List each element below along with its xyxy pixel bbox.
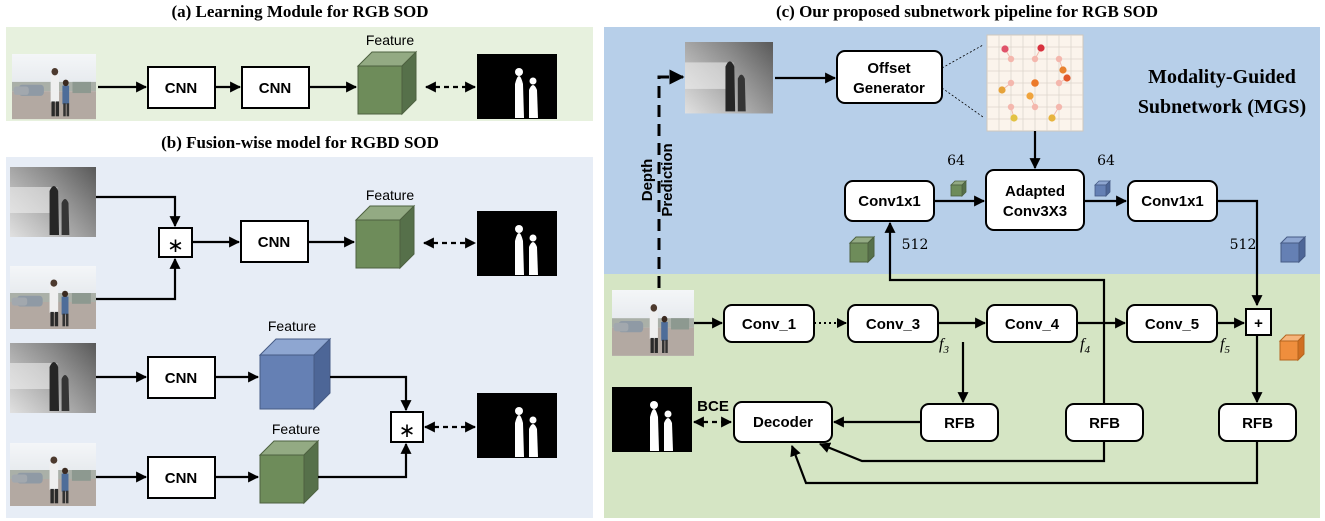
panel-b-feature-cube-blue <box>258 337 332 411</box>
panel-b-title: (b) Fusion-wise model for RGBD SOD <box>161 133 439 152</box>
panel-a-cnn-2-label: CNN <box>259 80 292 97</box>
conv1-label: Conv_1 <box>742 316 796 333</box>
small-cube-green <box>950 180 967 197</box>
panel-a-cnn-1 <box>147 66 216 109</box>
panel-b-feature-label-3: Feature <box>272 421 320 437</box>
prediction-label: Prediction <box>659 143 676 216</box>
panel-b-feature-label-1: Feature <box>366 187 414 203</box>
conv5-label: Conv_5 <box>1145 316 1199 333</box>
mgs-depth-image <box>685 42 773 114</box>
mgs-label-line2: Subnetwork (MGS) <box>1138 96 1306 118</box>
conv1x1-label-1: Conv1x1 <box>858 193 921 210</box>
f4-label: f4 <box>1080 336 1090 356</box>
offset-generator-label-2: Generator <box>853 80 925 97</box>
offset-generator-box <box>836 50 943 104</box>
panel-a-feature-cube <box>356 50 418 116</box>
panel-b-depth-image-1 <box>10 167 96 237</box>
f5-label: f5 <box>1220 336 1230 356</box>
plus-op-box <box>1245 308 1272 336</box>
panel-a-ground-truth <box>477 54 557 119</box>
panel-b-fusion-op-1 <box>158 227 193 258</box>
panel-b-feature-cube-green <box>258 439 320 505</box>
panel-b-cnn-1-label: CNN <box>258 234 291 251</box>
channel-label-512-1: 512 <box>902 237 929 253</box>
backbone-ground-truth <box>612 387 692 452</box>
panel-b-cnn-1 <box>240 220 309 263</box>
depth-label: Depth <box>639 159 656 202</box>
panel-b-cnn-2-label: CNN <box>165 370 198 387</box>
rfb-label-3: RFB <box>1242 415 1273 432</box>
conv1x1-label-2: Conv1x1 <box>1141 193 1204 210</box>
panel-b-feature-cube-1 <box>354 204 416 270</box>
mgs-label-line1: Modality-Guided <box>1148 66 1296 88</box>
plus-op-symbol: + <box>1254 315 1263 332</box>
rfb-label-1: RFB <box>944 415 975 432</box>
offset-generator-label-1: Offset <box>867 60 910 77</box>
decoder-box <box>733 401 833 443</box>
offset-grid <box>986 34 1084 132</box>
channel-label-512-2: 512 <box>1230 237 1257 253</box>
panel-b-rgb-image-2 <box>10 443 96 506</box>
panel-a-title: (a) Learning Module for RGB SOD <box>171 2 428 21</box>
bce-label: BCE <box>697 398 729 415</box>
adapted-conv-label-2: Conv3X3 <box>1003 203 1067 220</box>
channel-label-64-2: 64 <box>1097 153 1115 169</box>
panel-a-cnn-1-label: CNN <box>165 80 198 97</box>
panel-a-rgb-image <box>12 54 96 120</box>
backbone-rgb-image <box>612 290 694 356</box>
rfb-label-2: RFB <box>1089 415 1120 432</box>
panel-b-fusion-op-1-symbol: ∗ <box>167 235 184 257</box>
panel-b-cnn-2 <box>147 356 216 399</box>
panel-b-fusion-op-2-symbol: ∗ <box>399 420 416 442</box>
panel-b-ground-truth-2 <box>477 393 557 458</box>
channel-label-64-1: 64 <box>947 153 965 169</box>
panel-a-feature-label: Feature <box>366 32 414 48</box>
small-cube-blue <box>1094 180 1111 197</box>
panel-c-title: (c) Our proposed subnetwork pipeline for… <box>776 2 1158 21</box>
panel-b-cnn-3 <box>147 456 216 499</box>
conv3-label: Conv_3 <box>866 316 920 333</box>
orange-cube <box>1278 333 1306 362</box>
decoder-label: Decoder <box>753 414 813 431</box>
panel-b-cnn-3-label: CNN <box>165 470 198 487</box>
medium-cube-blue <box>1279 235 1307 264</box>
panel-b-feature-label-2: Feature <box>268 318 316 334</box>
medium-cube-green <box>848 235 876 264</box>
adapted-conv-box <box>985 169 1085 231</box>
panel-b-ground-truth-1 <box>477 211 557 276</box>
adapted-conv-label-1: Adapted <box>1005 183 1065 200</box>
conv4-label: Conv_4 <box>1005 316 1060 333</box>
panel-b-rgb-image-1 <box>10 266 96 329</box>
panel-b-fusion-op-2 <box>390 411 424 443</box>
f3-label: f3 <box>939 336 949 356</box>
panel-b-depth-image-2 <box>10 343 96 413</box>
